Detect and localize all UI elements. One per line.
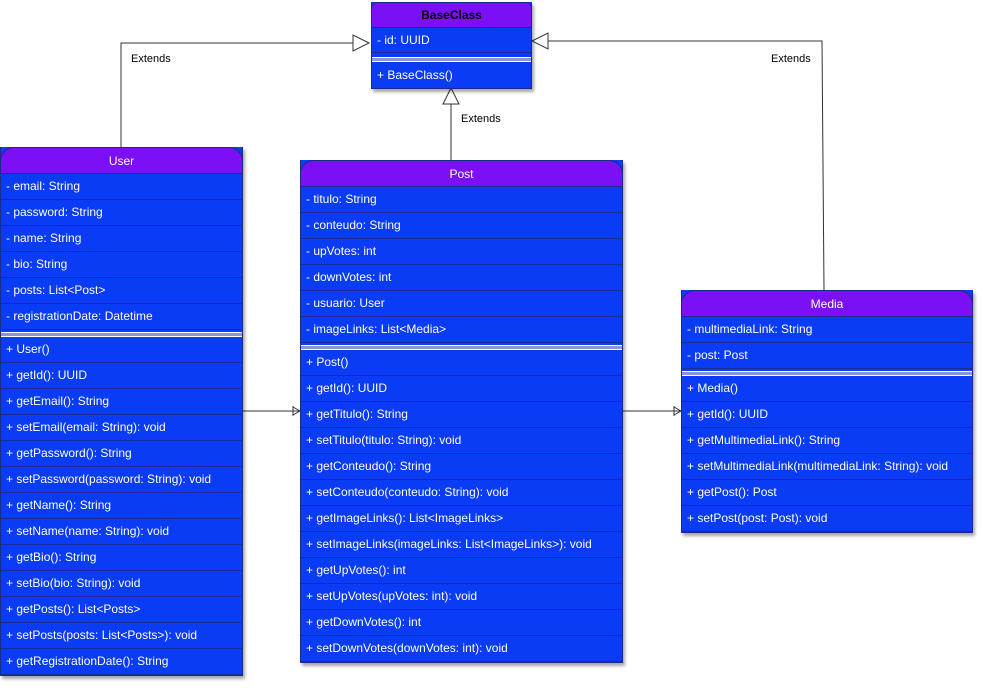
class-media-method: + setMultimediaLink(multimediaLink: Stri… [682, 454, 972, 480]
class-user-method: + getName(): String [1, 493, 242, 519]
class-post-attribute: - conteudo: String [301, 213, 622, 239]
class-post-method: + setTitulo(titulo: String): void [301, 428, 622, 454]
class-media-divider [682, 371, 972, 376]
class-media-attributes: - multimediaLink: String - post: Post [682, 317, 972, 369]
class-post-method: + getImageLinks(): List<ImageLinks> [301, 506, 622, 532]
class-user-method: + getBio(): String [1, 545, 242, 571]
post-extends-label: Extends [460, 113, 502, 125]
media-extends-label: Extends [770, 53, 812, 65]
class-post-method: + setDownVotes(downVotes: int): void [301, 636, 622, 662]
user-extends-arrowhead [352, 34, 371, 52]
class-post-title: Post [300, 160, 623, 187]
class-baseclass-method: + BaseClass() [377, 68, 453, 82]
class-user-attribute: - bio: String [1, 252, 242, 278]
class-user-method: + setName(name: String): void [1, 519, 242, 545]
class-baseclass[interactable]: BaseClass - id: UUID + BaseClass() [371, 2, 532, 89]
class-user-method: + setPosts(posts: List<Posts>): void [1, 623, 242, 649]
class-media-method: + getId(): UUID [682, 402, 972, 428]
class-user-attribute: - posts: List<Post> [1, 278, 242, 304]
class-post-attribute: - imageLinks: List<Media> [301, 317, 622, 343]
class-post-attribute: - titulo: String [301, 187, 622, 213]
class-user-attribute: - registrationDate: Datetime [1, 304, 242, 330]
media-extends-arrowhead [530, 32, 549, 50]
class-user-method: + setBio(bio: String): void [1, 571, 242, 597]
class-user-method: + getId(): UUID [1, 363, 242, 389]
class-user-attribute: - name: String [1, 226, 242, 252]
class-user-methods: + User() + getId(): UUID + getEmail(): S… [1, 337, 242, 675]
media-extends-connector [548, 40, 825, 291]
class-post-attributes: - titulo: String - conteudo: String - up… [301, 187, 622, 343]
class-post-divider [301, 345, 622, 350]
user-extends-label: Extends [130, 53, 172, 65]
class-user-method: + getPassword(): String [1, 441, 242, 467]
class-post-attribute: - usuario: User [301, 291, 622, 317]
class-media-method: + getMultimediaLink(): String [682, 428, 972, 454]
class-media[interactable]: Media - multimediaLink: String - post: P… [681, 290, 973, 533]
class-media-attribute: - multimediaLink: String [682, 317, 972, 343]
class-user-divider [1, 332, 242, 337]
class-post-method: + Post() [301, 350, 622, 376]
class-user-attribute: - email: String [1, 174, 242, 200]
class-baseclass-title: BaseClass [371, 2, 532, 28]
class-media-method: + setPost(post: Post): void [682, 506, 972, 532]
class-post-method: + getDownVotes(): int [301, 610, 622, 636]
class-post-method: + setImageLinks(imageLinks: List<ImageLi… [301, 532, 622, 558]
class-post-method: + getUpVotes(): int [301, 558, 622, 584]
class-user-method: + getEmail(): String [1, 389, 242, 415]
class-user-attributes: - email: String - password: String - nam… [1, 174, 242, 330]
class-post-method: + getTitulo(): String [301, 402, 622, 428]
class-media-method: + Media() [682, 376, 972, 402]
class-post-method: + getId(): UUID [301, 376, 622, 402]
class-post-method: + setUpVotes(upVotes: int): void [301, 584, 622, 610]
class-user-method: + setPassword(password: String): void [1, 467, 242, 493]
class-user[interactable]: User - email: String - password: String … [0, 147, 243, 676]
class-user-method: + setEmail(email: String): void [1, 415, 242, 441]
class-post-method: + getConteudo(): String [301, 454, 622, 480]
class-post-attribute: - downVotes: int [301, 265, 622, 291]
class-user-title: User [0, 147, 243, 174]
class-user-method: + getRegistrationDate(): String [1, 649, 242, 675]
class-post-attribute: - upVotes: int [301, 239, 622, 265]
class-user-attribute: - password: String [1, 200, 242, 226]
class-media-methods: + Media() + getId(): UUID + getMultimedi… [682, 376, 972, 532]
class-user-method: + User() [1, 337, 242, 363]
class-post-method: + setConteudo(conteudo: String): void [301, 480, 622, 506]
class-media-attribute: - post: Post [682, 343, 972, 369]
class-baseclass-divider [372, 57, 531, 62]
post-extends-arrowhead [442, 86, 460, 105]
class-baseclass-attribute: - id: UUID [372, 28, 531, 53]
class-post[interactable]: Post - titulo: String - conteudo: String… [300, 160, 623, 663]
class-media-title: Media [681, 290, 973, 317]
user-extends-connector [120, 42, 353, 148]
class-post-methods: + Post() + getId(): UUID + getTitulo(): … [301, 350, 622, 662]
class-media-method: + getPost(): Post [682, 480, 972, 506]
class-user-method: + getPosts(): List<Posts> [1, 597, 242, 623]
